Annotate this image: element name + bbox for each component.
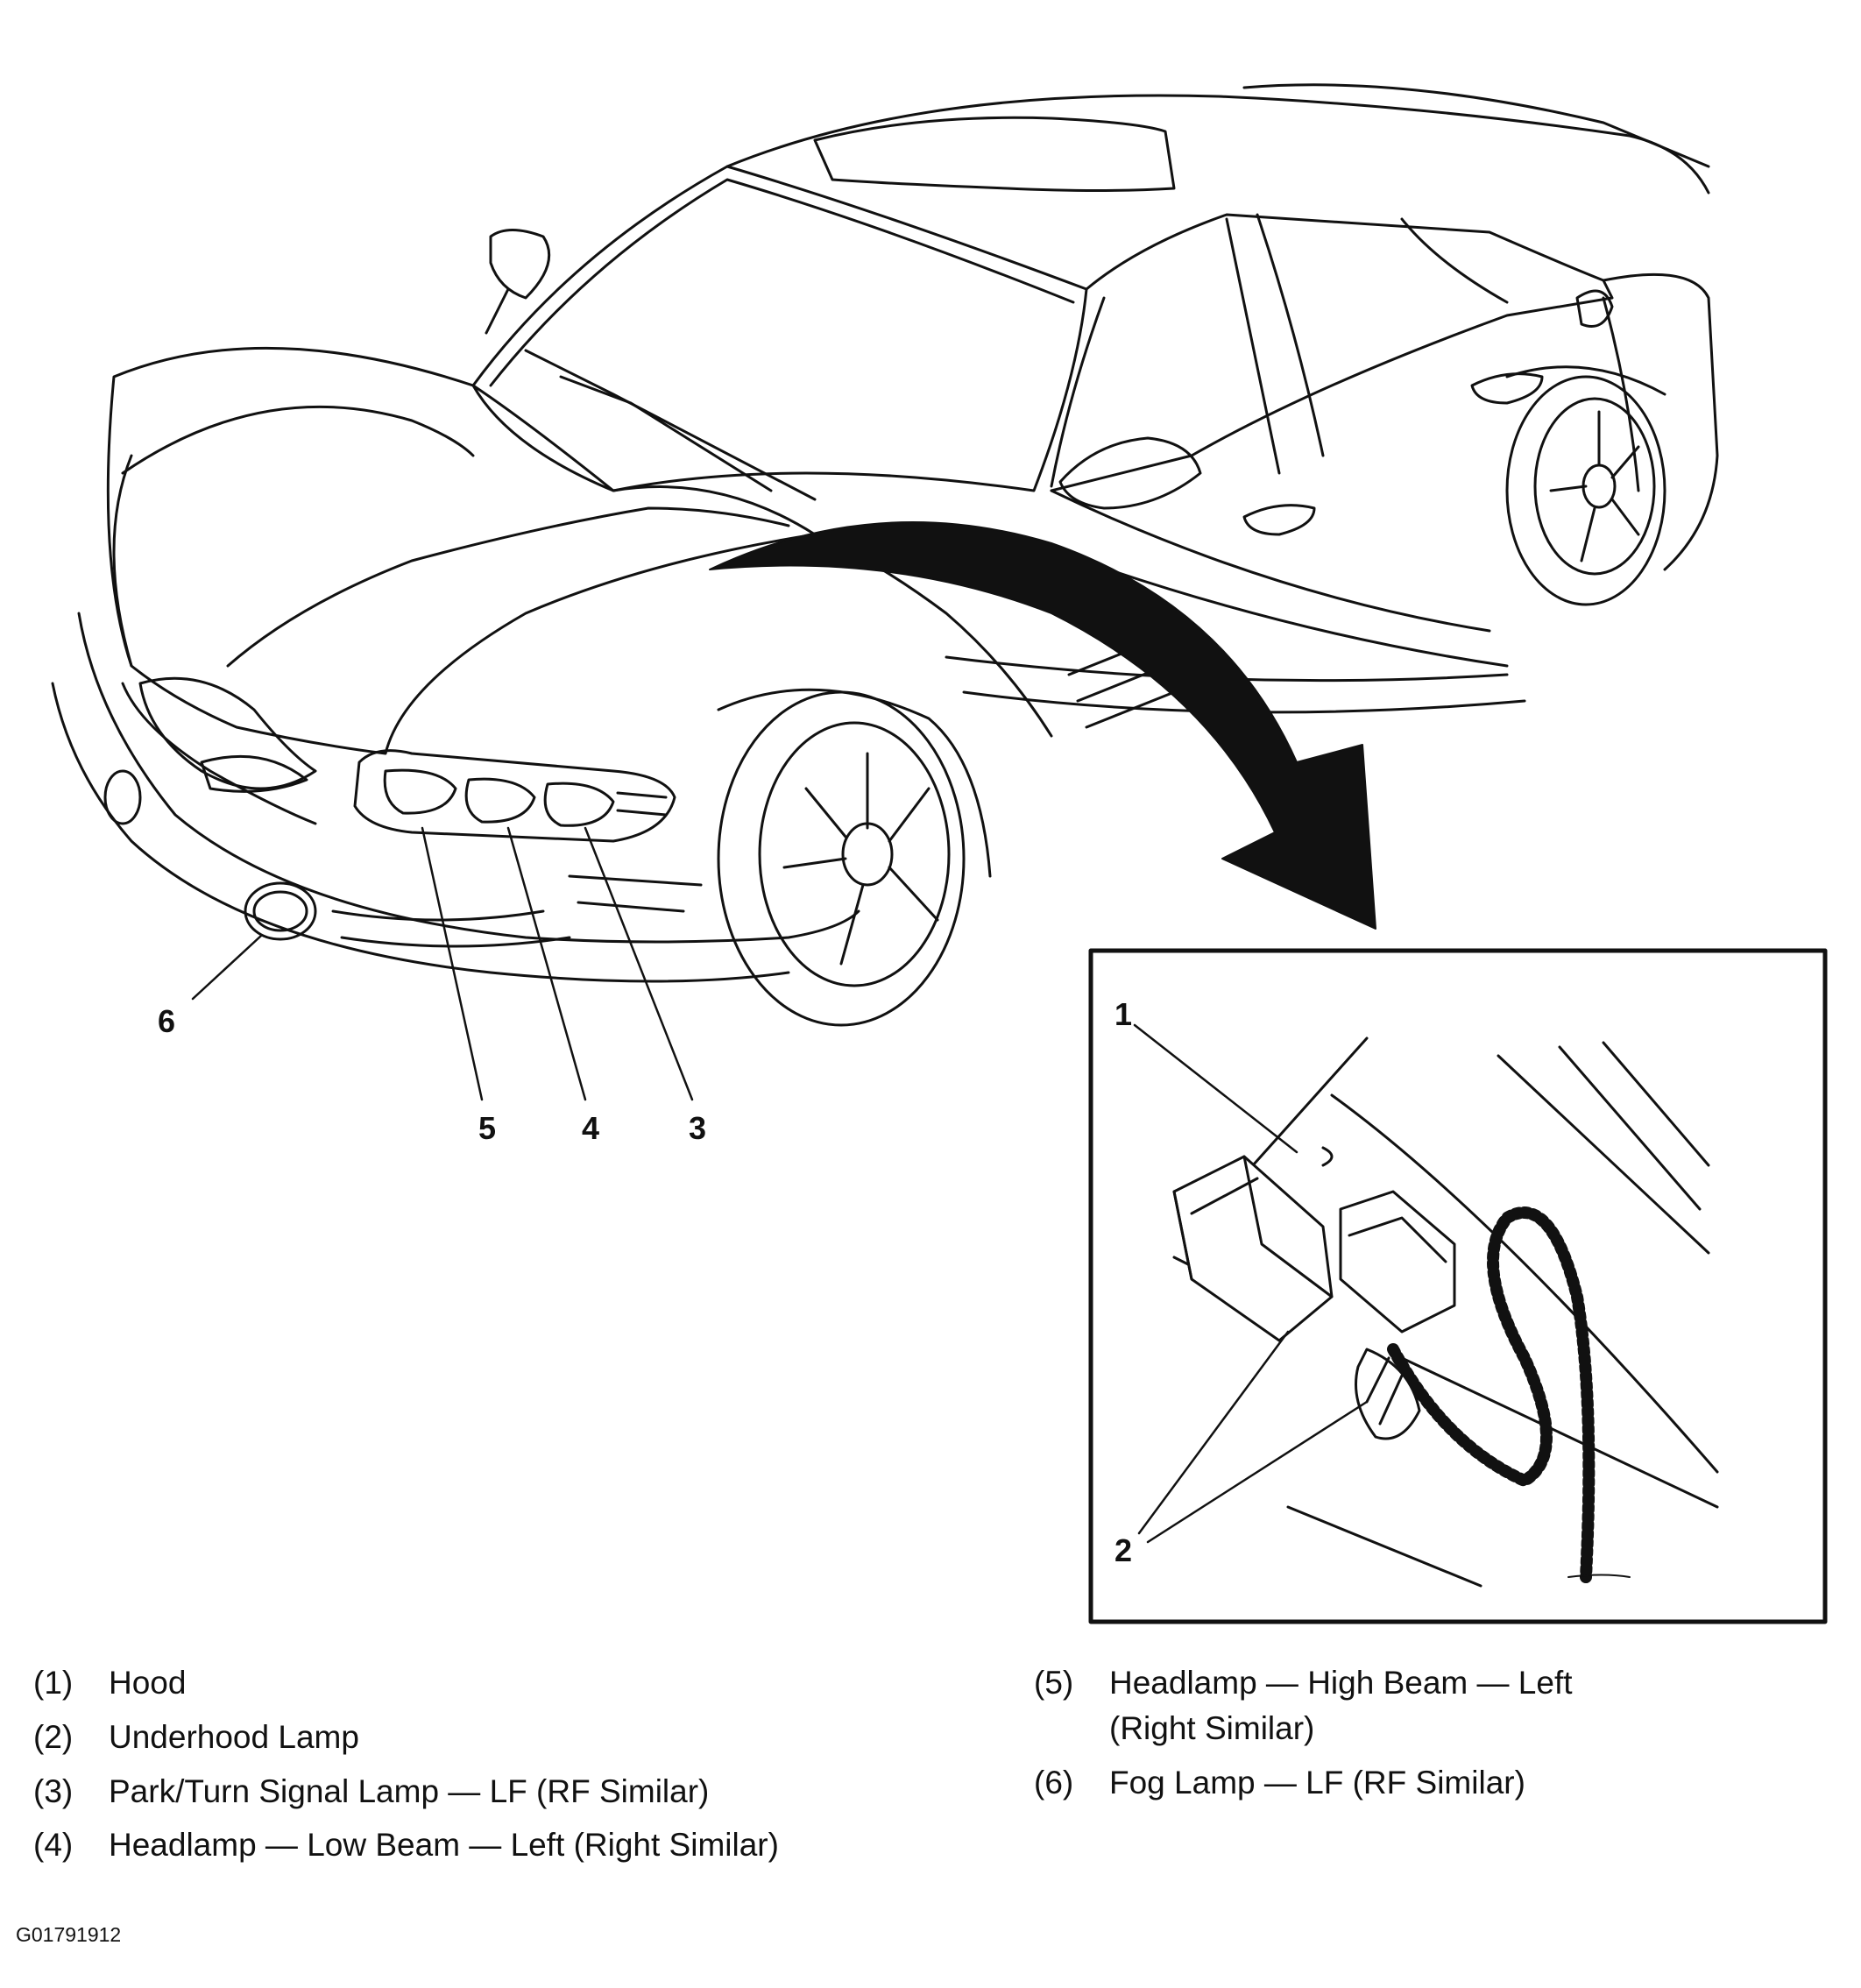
figure-id: G01791912	[16, 1923, 122, 1946]
legend-text: Hood	[109, 1665, 187, 1701]
arrow	[709, 521, 1376, 930]
legend-number: (4)	[33, 1827, 74, 1864]
legend-text: Headlamp — Low Beam — Left (Right Simila…	[109, 1827, 779, 1864]
legend-item: (4) Headlamp — Low Beam — Left (Right Si…	[33, 1822, 827, 1868]
callout-3: 3	[689, 1110, 707, 1146]
lamp-low-beam	[464, 777, 536, 824]
callout-5: 5	[478, 1110, 497, 1146]
side-mirror	[1058, 436, 1202, 510]
fuel-door	[1575, 289, 1614, 328]
legend-item: (3) Park/Turn Signal Lamp — LF (RF Simil…	[33, 1769, 822, 1815]
car-body	[51, 83, 1719, 1027]
callout-4: 4	[582, 1110, 600, 1146]
legend-item: (5) Headlamp — High Beam — Left (Right S…	[1034, 1660, 1652, 1751]
legend-text: Underhood Lamp	[109, 1718, 359, 1755]
hood	[106, 346, 817, 755]
rear-wheel	[1505, 375, 1666, 606]
legend-number: (5)	[1034, 1665, 1074, 1701]
callout-2: 2	[1114, 1532, 1133, 1568]
lamp-high-beam	[383, 768, 457, 815]
underhood-lamp	[1172, 1155, 1334, 1342]
legend-item: (1) Hood	[33, 1660, 822, 1706]
legend-number: (2)	[33, 1718, 74, 1755]
windshield	[471, 165, 1088, 492]
legend-number: (6)	[1034, 1764, 1074, 1801]
legend-text: Park/Turn Signal Lamp — LF (RF Similar)	[109, 1772, 710, 1809]
sunroof	[813, 116, 1176, 192]
legend-item: (6) Fog Lamp — LF (RF Similar)	[1034, 1760, 1735, 1806]
legend-left: (1) Hood (2) Underhood Lamp (3) Park/Tur…	[33, 1660, 822, 1877]
legend-item: (2) Underhood Lamp	[33, 1715, 822, 1760]
front-wheel	[717, 690, 966, 1027]
callout-6: 6	[158, 1003, 176, 1039]
legend-right: (5) Headlamp — High Beam — Left (Right S…	[1034, 1660, 1735, 1814]
legend-text: Fog Lamp — LF (RF Similar)	[1109, 1764, 1525, 1801]
headlamp-assembly	[353, 749, 676, 843]
lamp-park-turn	[543, 782, 615, 827]
legend-number: (3)	[33, 1772, 74, 1809]
legend-text: Headlamp — High Beam — Left (Right Simil…	[1109, 1665, 1573, 1746]
fog-lamp	[244, 881, 317, 941]
grille	[138, 676, 317, 790]
callout-1: 1	[1114, 996, 1133, 1032]
wiring-harness	[1387, 1206, 1596, 1583]
detail-inset	[1088, 948, 1828, 1624]
legend-number: (1)	[33, 1665, 74, 1701]
inset-frame	[1088, 948, 1828, 1624]
callout-leaders	[191, 826, 694, 1101]
